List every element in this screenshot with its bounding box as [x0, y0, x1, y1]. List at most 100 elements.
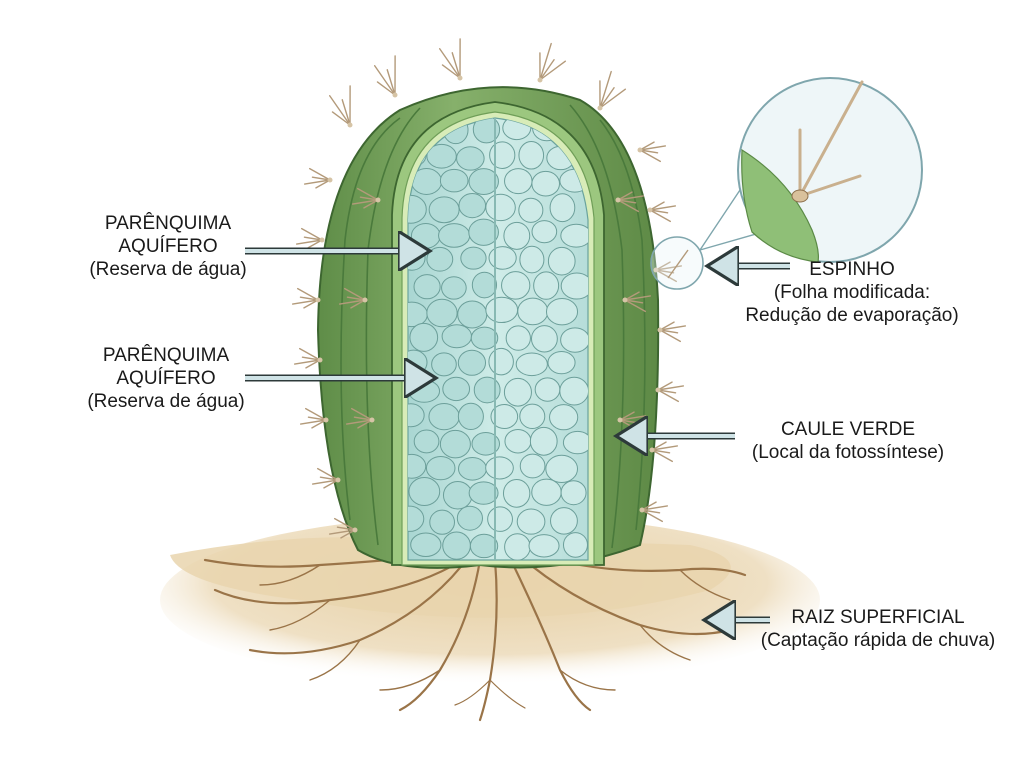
spine	[311, 176, 331, 181]
spine	[651, 441, 667, 451]
parenchyma-cell	[488, 246, 517, 270]
spine	[357, 419, 373, 429]
parenchyma-cell	[468, 168, 499, 196]
areole	[315, 297, 321, 303]
areole	[457, 75, 463, 81]
parenchyma-cell	[562, 430, 588, 455]
spine	[353, 416, 373, 421]
magnifier	[650, 77, 923, 290]
parenchyma-cell	[528, 534, 560, 558]
arrows	[245, 251, 790, 620]
spine	[617, 199, 639, 213]
label-spine: ESPINHO (Folha modificada: Redução de ev…	[722, 258, 982, 327]
label-parenchyma-top: PARÊNQUIMA AQUÍFERO (Reserva de água)	[62, 212, 274, 281]
spine	[659, 329, 679, 334]
parenchyma-cell	[408, 477, 441, 506]
spine	[307, 416, 327, 421]
parenchyma-cell	[456, 146, 485, 171]
parenchyma-cell	[489, 141, 516, 169]
parenchyma-cell	[531, 478, 562, 506]
areole	[622, 297, 628, 303]
spine	[657, 385, 685, 391]
spine	[303, 299, 319, 309]
spine	[657, 389, 679, 403]
parenchyma-cell	[560, 223, 588, 248]
label-parenchyma-bottom: PARÊNQUIMA AQUÍFERO (Reserva de água)	[60, 344, 272, 413]
parenchyma-cell	[529, 426, 558, 456]
areole	[639, 507, 645, 513]
parenchyma-cell	[439, 168, 469, 193]
label-root-title: RAIZ SUPERFICIAL	[791, 607, 965, 628]
areole	[637, 147, 643, 153]
areole	[615, 197, 621, 203]
spine	[624, 295, 652, 301]
parenchyma-cell	[549, 404, 579, 431]
label-parenchyma-bottom-sub: (Reserva de água)	[87, 391, 245, 412]
spine	[651, 449, 671, 454]
parenchyma-cell	[545, 298, 579, 326]
spine	[539, 60, 567, 81]
areole	[657, 327, 663, 333]
parenchyma-cell	[518, 140, 545, 170]
parenchyma-cell	[534, 377, 561, 402]
spine	[599, 88, 627, 109]
spine	[336, 526, 356, 531]
parenchyma-cell	[425, 455, 456, 481]
spine	[311, 479, 339, 485]
areole	[392, 92, 398, 98]
parenchyma-cell	[442, 376, 471, 402]
spine	[340, 529, 356, 539]
areole	[317, 357, 323, 363]
parenchyma-cell	[438, 223, 471, 248]
areole	[327, 177, 333, 183]
parenchyma-cell	[468, 481, 499, 505]
parenchyma-cell	[517, 297, 549, 326]
spine	[659, 325, 687, 331]
parenchyma-cell	[488, 347, 514, 376]
spine	[649, 209, 671, 223]
label-stem-title: CAULE VERDE	[780, 419, 916, 440]
parenchyma-cell	[504, 428, 532, 454]
parenchyma-cell	[519, 453, 546, 479]
parenchyma-cell	[457, 300, 488, 329]
parenchyma-cell	[531, 170, 560, 197]
areole	[323, 417, 329, 423]
parenchyma-cell	[409, 322, 439, 352]
spine	[639, 149, 661, 163]
spine	[617, 199, 637, 204]
parenchyma-cell	[505, 325, 531, 351]
spine	[291, 299, 319, 305]
spine	[344, 287, 366, 301]
spine	[641, 509, 661, 514]
parenchyma-cell	[470, 326, 499, 350]
parenchyma-cell	[410, 532, 442, 558]
label-parenchyma-top-line2: AQUÍFERO	[118, 236, 218, 257]
label-parenchyma-bottom-line1: PARÊNQUIMA	[102, 345, 230, 366]
parenchyma-cell	[559, 376, 588, 406]
parenchyma-cell	[530, 325, 558, 353]
parenchyma-cell	[516, 508, 546, 535]
areole	[369, 417, 375, 423]
spine	[451, 52, 461, 79]
spine	[639, 141, 655, 151]
spine	[299, 296, 319, 301]
parenchyma-cell	[428, 402, 460, 431]
label-stem-sub: (Local da fotossíntese)	[751, 442, 945, 463]
label-parenchyma-bottom-line2: AQUÍFERO	[116, 368, 216, 389]
spine	[617, 195, 645, 201]
parenchyma-cell	[485, 296, 519, 324]
spine	[655, 269, 675, 274]
spine	[350, 299, 366, 309]
spine	[295, 239, 323, 245]
parenchyma-cell	[531, 220, 558, 244]
label-root: RAIZ SUPERFICIAL (Captação rápida de chu…	[742, 606, 1014, 652]
roots	[203, 550, 747, 722]
spine	[301, 356, 321, 361]
spine	[315, 179, 331, 189]
spine	[376, 81, 396, 96]
spine	[297, 287, 319, 301]
parenchyma-cell	[408, 453, 427, 479]
spine	[323, 479, 339, 489]
spine	[319, 476, 339, 481]
